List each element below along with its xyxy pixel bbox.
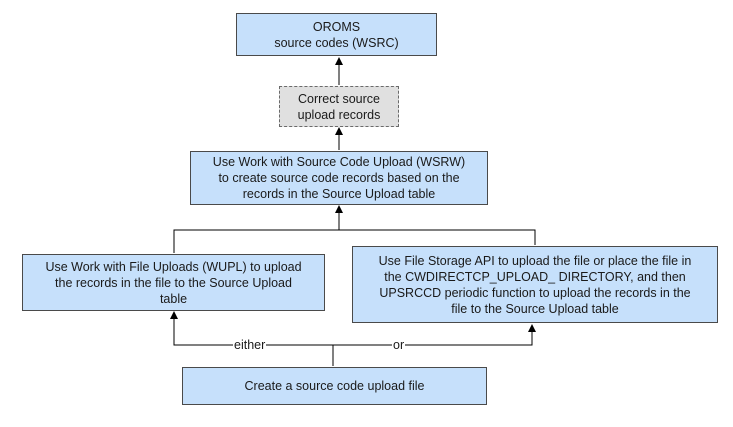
wsrw-box: Use Work with Source Code Upload (WSRW) … xyxy=(190,151,488,205)
either-label: either xyxy=(233,338,267,352)
oroms-source-codes-box: OROMS source codes (WSRC) xyxy=(236,13,437,56)
correct-records-box: Correct source upload records xyxy=(279,86,399,127)
wupl-box: Use Work with File Uploads (WUPL) to upl… xyxy=(22,254,325,311)
or-label: or xyxy=(392,338,406,352)
create-upload-file-box: Create a source code upload file xyxy=(182,367,487,405)
file-storage-api-box: Use File Storage API to upload the file … xyxy=(352,246,718,323)
arrow-uploads-to-wsrw xyxy=(173,229,536,253)
arrow-or-to-api xyxy=(333,324,536,346)
arrow-either-to-wupl xyxy=(170,311,333,346)
